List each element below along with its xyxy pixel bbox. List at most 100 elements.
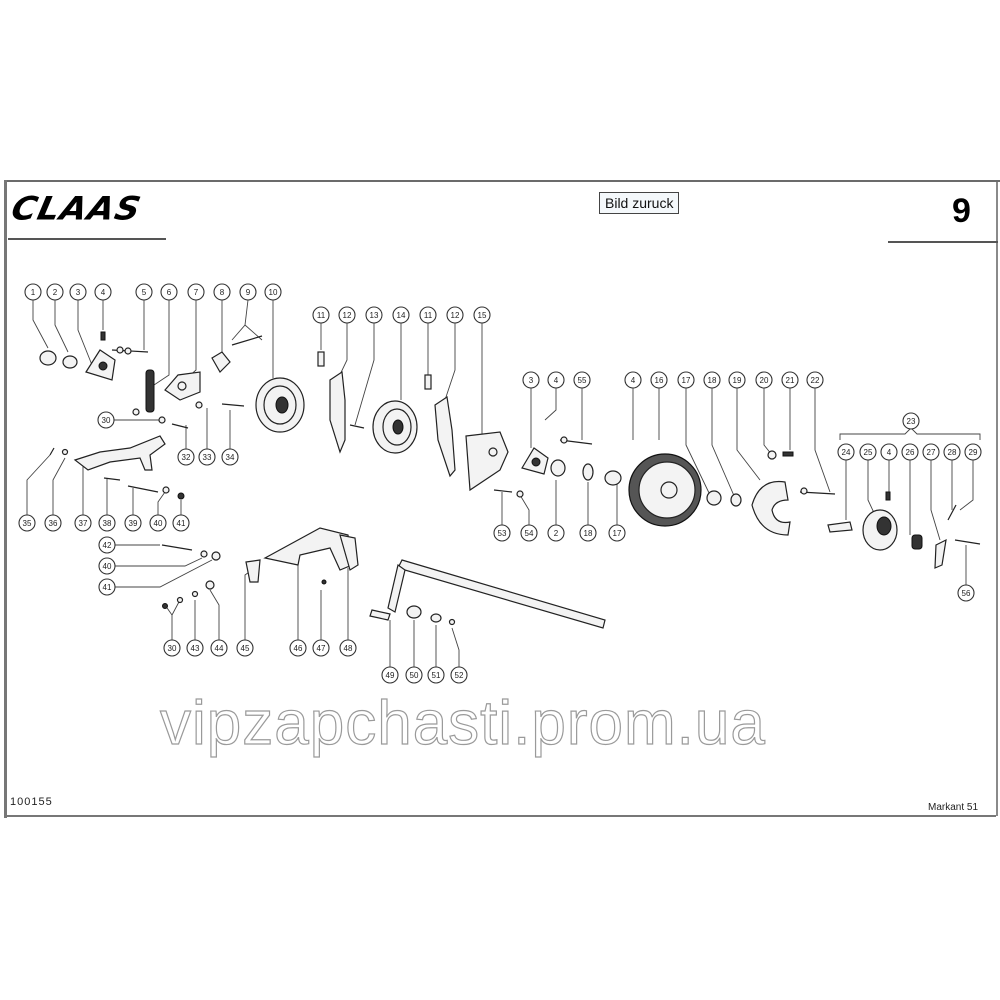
callout-label: 23 xyxy=(907,417,916,426)
callout-circle xyxy=(236,639,254,657)
callout-label: 49 xyxy=(386,671,395,680)
part-callout-54[interactable]: 54 xyxy=(520,524,538,542)
callout-label: 40 xyxy=(154,519,163,528)
part-callout-46[interactable]: 46 xyxy=(289,639,307,657)
callout-label: 30 xyxy=(102,416,111,425)
callout-circle xyxy=(922,443,940,461)
part-callout-36[interactable]: 36 xyxy=(44,514,62,532)
callout-circle xyxy=(547,524,565,542)
callout-circle xyxy=(755,371,773,389)
part-callout-50[interactable]: 50 xyxy=(405,666,423,684)
part-callout-21[interactable]: 21 xyxy=(781,371,799,389)
callout-circle xyxy=(365,306,383,324)
part-callout-40[interactable]: 40 xyxy=(149,514,167,532)
part-callout-27[interactable]: 27 xyxy=(922,443,940,461)
part-callout-44[interactable]: 44 xyxy=(210,639,228,657)
part-callout-32[interactable]: 32 xyxy=(177,448,195,466)
callout-label: 22 xyxy=(811,376,820,385)
part-callout-41[interactable]: 41 xyxy=(172,514,190,532)
part-callout-52[interactable]: 52 xyxy=(450,666,468,684)
part-callout-37[interactable]: 37 xyxy=(74,514,92,532)
part-callout-10[interactable]: 10 xyxy=(264,283,282,301)
part-callout-3[interactable]: 3 xyxy=(522,371,540,389)
part-callout-1[interactable]: 1 xyxy=(24,283,42,301)
leader-lines xyxy=(26,299,981,667)
part-callout-7[interactable]: 7 xyxy=(187,283,205,301)
callout-circle xyxy=(728,371,746,389)
part-callout-41[interactable]: 41 xyxy=(98,578,116,596)
part-callout-12[interactable]: 12 xyxy=(446,306,464,324)
part-callout-43[interactable]: 43 xyxy=(186,639,204,657)
part-callout-8[interactable]: 8 xyxy=(213,283,231,301)
callout-circle xyxy=(473,306,491,324)
callout-circle xyxy=(213,283,231,301)
part-callout-30[interactable]: 30 xyxy=(97,411,115,429)
part-callout-33[interactable]: 33 xyxy=(198,448,216,466)
callout-circle xyxy=(94,283,112,301)
callout-circle xyxy=(172,514,190,532)
part-callout-2[interactable]: 2 xyxy=(46,283,64,301)
callout-label: 43 xyxy=(191,644,200,653)
part-callout-34[interactable]: 34 xyxy=(221,448,239,466)
part-callout-53[interactable]: 53 xyxy=(493,524,511,542)
part-callout-4[interactable]: 4 xyxy=(94,283,112,301)
callout-circle xyxy=(943,443,961,461)
part-callout-13[interactable]: 13 xyxy=(365,306,383,324)
part-callout-3[interactable]: 3 xyxy=(69,283,87,301)
part-callout-15[interactable]: 15 xyxy=(473,306,491,324)
callout-label: 19 xyxy=(733,376,742,385)
part-callout-11[interactable]: 11 xyxy=(312,306,330,324)
part-callout-35[interactable]: 35 xyxy=(18,514,36,532)
part-callout-17[interactable]: 17 xyxy=(608,524,626,542)
part-callout-40[interactable]: 40 xyxy=(98,557,116,575)
part-callout-20[interactable]: 20 xyxy=(755,371,773,389)
part-callout-18[interactable]: 18 xyxy=(579,524,597,542)
part-callout-12[interactable]: 12 xyxy=(338,306,356,324)
part-callout-4[interactable]: 4 xyxy=(547,371,565,389)
part-callout-19[interactable]: 19 xyxy=(728,371,746,389)
callout-label: 47 xyxy=(317,644,326,653)
part-callout-11[interactable]: 11 xyxy=(419,306,437,324)
callout-label: 48 xyxy=(344,644,353,653)
part-callout-4[interactable]: 4 xyxy=(624,371,642,389)
part-callout-24[interactable]: 24 xyxy=(837,443,855,461)
part-callout-4[interactable]: 4 xyxy=(880,443,898,461)
part-callout-48[interactable]: 48 xyxy=(339,639,357,657)
part-callout-39[interactable]: 39 xyxy=(124,514,142,532)
part-callout-18[interactable]: 18 xyxy=(703,371,721,389)
callout-circle xyxy=(74,514,92,532)
frame-border-left xyxy=(4,180,7,818)
part-callout-9[interactable]: 9 xyxy=(239,283,257,301)
callout-label: 32 xyxy=(182,453,191,462)
part-callout-55[interactable]: 55 xyxy=(573,371,591,389)
callout-label: 35 xyxy=(23,519,32,528)
part-callout-30[interactable]: 30 xyxy=(163,639,181,657)
part-callout-23[interactable]: 23 xyxy=(902,412,920,430)
callout-label: 39 xyxy=(129,519,138,528)
part-callout-6[interactable]: 6 xyxy=(160,283,178,301)
part-callout-38[interactable]: 38 xyxy=(98,514,116,532)
part-callout-5[interactable]: 5 xyxy=(135,283,153,301)
part-callout-29[interactable]: 29 xyxy=(964,443,982,461)
part-callout-26[interactable]: 26 xyxy=(901,443,919,461)
part-callout-25[interactable]: 25 xyxy=(859,443,877,461)
part-callout-22[interactable]: 22 xyxy=(806,371,824,389)
part-callout-28[interactable]: 28 xyxy=(943,443,961,461)
part-callout-2[interactable]: 2 xyxy=(547,524,565,542)
part-callout-45[interactable]: 45 xyxy=(236,639,254,657)
part-callout-49[interactable]: 49 xyxy=(381,666,399,684)
part-callout-47[interactable]: 47 xyxy=(312,639,330,657)
callout-circle xyxy=(859,443,877,461)
back-button[interactable]: Bild zuruck xyxy=(599,192,680,214)
callout-circle xyxy=(547,371,565,389)
callout-circle xyxy=(624,371,642,389)
part-callout-17[interactable]: 17 xyxy=(677,371,695,389)
callout-circle xyxy=(186,639,204,657)
part-callout-42[interactable]: 42 xyxy=(98,536,116,554)
callout-circle xyxy=(677,371,695,389)
part-callout-51[interactable]: 51 xyxy=(427,666,445,684)
part-callout-56[interactable]: 56 xyxy=(957,584,975,602)
callout-circle xyxy=(177,448,195,466)
part-callout-14[interactable]: 14 xyxy=(392,306,410,324)
part-callout-16[interactable]: 16 xyxy=(650,371,668,389)
